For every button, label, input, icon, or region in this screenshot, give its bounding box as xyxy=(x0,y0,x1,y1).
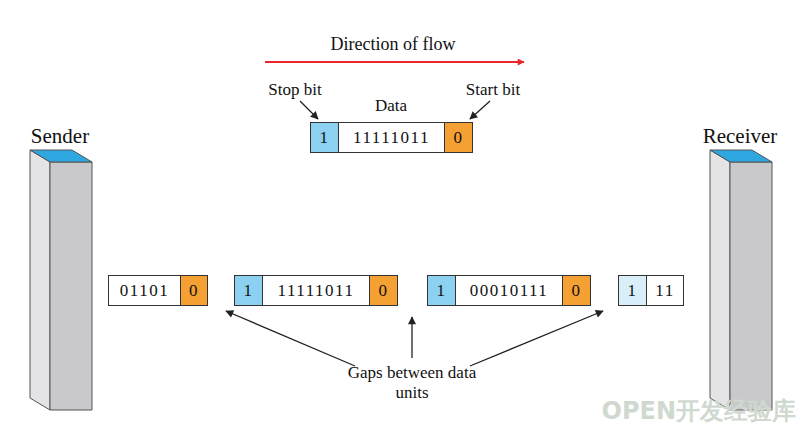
receiver-device: Receiver xyxy=(693,124,787,414)
node-text: 1 xyxy=(628,281,638,301)
node-text: 00010111 xyxy=(470,281,549,301)
gap-arrow xyxy=(411,317,412,358)
node-text: 0 xyxy=(379,281,389,301)
prism-side xyxy=(30,150,50,410)
data-box: 00010111 xyxy=(455,275,563,306)
data-box: 11111011 xyxy=(262,275,370,306)
callout-label: Start bit xyxy=(448,80,538,100)
node-text: 11111011 xyxy=(353,128,430,148)
gap-arrow xyxy=(226,311,355,366)
leader-arrow xyxy=(470,101,490,119)
start-bit-box: 0 xyxy=(180,275,208,306)
node-text: Receiver xyxy=(693,124,787,149)
node-text: 0 xyxy=(454,128,464,148)
stop-bit-box: 1 xyxy=(310,122,339,153)
node-text: 1 xyxy=(437,281,447,301)
stop-bit-box: 1 xyxy=(427,275,456,306)
field-label: Data xyxy=(351,96,431,116)
stop-bit-box: 1 xyxy=(234,275,263,306)
data-box: 11 xyxy=(646,275,684,306)
node-text: 1 xyxy=(320,128,330,148)
node-text: 0 xyxy=(189,281,199,301)
node-text: 1 xyxy=(244,281,254,301)
leader-arrow xyxy=(300,101,318,119)
prism-front xyxy=(50,162,92,410)
node-text: 01101 xyxy=(120,281,169,301)
start-bit-box: 0 xyxy=(562,275,591,306)
callout-label: Stop bit xyxy=(250,80,340,100)
sender-device: Sender xyxy=(14,124,106,414)
prism-side xyxy=(710,150,730,410)
callout-label: Gaps between data units xyxy=(342,363,482,404)
node-text: Sender xyxy=(14,124,106,149)
gap-arrow xyxy=(470,311,603,366)
node-text: 0 xyxy=(572,281,582,301)
node-text: 11 xyxy=(655,281,674,301)
start-bit-box: 0 xyxy=(444,122,473,153)
prism-top xyxy=(710,150,772,162)
watermark: OPEN开发经验库 xyxy=(600,398,796,426)
flow-arrow xyxy=(265,61,524,63)
data-box: 11111011 xyxy=(338,122,445,153)
leader-lines xyxy=(226,62,603,366)
prism-top xyxy=(30,150,92,162)
device-prism xyxy=(14,124,106,414)
stop-bit-box: 1 xyxy=(618,275,647,306)
node-text: 11111011 xyxy=(278,281,355,301)
prism-front xyxy=(730,162,772,410)
device-prism xyxy=(693,124,787,414)
flow-label: Direction of flow xyxy=(283,34,503,55)
start-bit-box: 0 xyxy=(369,275,398,306)
data-box: 01101 xyxy=(108,275,181,306)
